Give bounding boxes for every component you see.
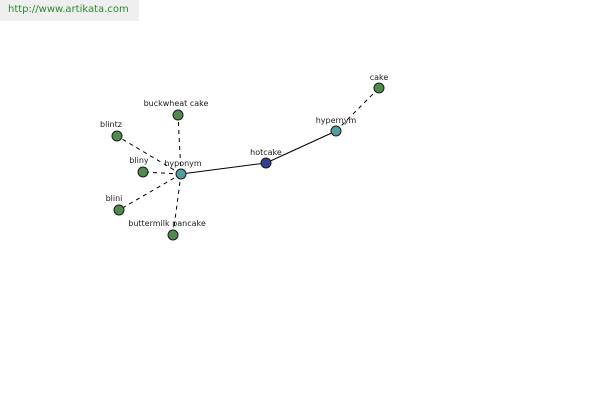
node-marker-blini[interactable] [113,204,125,216]
node-blini[interactable]: blini [106,194,125,216]
node-marker-buckwheat-cake[interactable] [172,109,184,121]
edge-hyponym-blintz [116,135,182,175]
node-label-hyponym: hyponym [164,159,202,168]
edge-hyponym-buckwheat-cake [177,114,182,175]
node-label-hypernym: hypernym [316,116,357,125]
node-hypernym[interactable]: hypernym [316,116,357,137]
node-marker-blintz[interactable] [111,130,123,142]
node-label-bliny: bliny [129,156,149,165]
node-hotcake[interactable]: hotcake [250,148,282,169]
node-buckwheat-cake[interactable]: buckwheat cake [144,99,209,121]
node-label-blintz: blintz [100,120,122,129]
node-label-buttermilk-pancake: buttermilk pancake [128,219,206,228]
node-marker-buttermilk-pancake[interactable] [167,229,179,241]
edge-hotcake-hyponym [180,162,267,175]
node-hyponym[interactable]: hyponym [164,159,202,180]
edge-hyponym-bliny [142,171,182,175]
node-marker-cake[interactable] [373,82,385,94]
source-url[interactable]: http://www.artikata.com [0,0,139,21]
node-marker-hotcake[interactable] [260,157,272,169]
edge-hypernym-cake [335,87,380,132]
node-buttermilk-pancake[interactable]: buttermilk pancake [128,219,206,241]
node-label-hotcake: hotcake [250,148,282,157]
node-marker-bliny[interactable] [137,166,149,178]
node-layer: hotcake hypernym cake hyponym buckwheat cake… [100,73,389,241]
node-blintz[interactable]: blintz [100,120,123,142]
edge-hyponym-blini [118,173,182,211]
edge-hotcake-hypernym [265,130,337,164]
node-marker-hypernym[interactable] [330,125,342,137]
edge-hyponym-buttermilk-pancake [172,173,182,236]
node-label-cake: cake [370,73,389,82]
node-marker-hyponym[interactable] [175,168,187,180]
node-bliny[interactable]: bliny [129,156,149,178]
node-label-buckwheat-cake: buckwheat cake [144,99,209,108]
edge-layer [116,87,380,236]
node-cake[interactable]: cake [370,73,389,94]
node-label-blini: blini [106,194,123,203]
